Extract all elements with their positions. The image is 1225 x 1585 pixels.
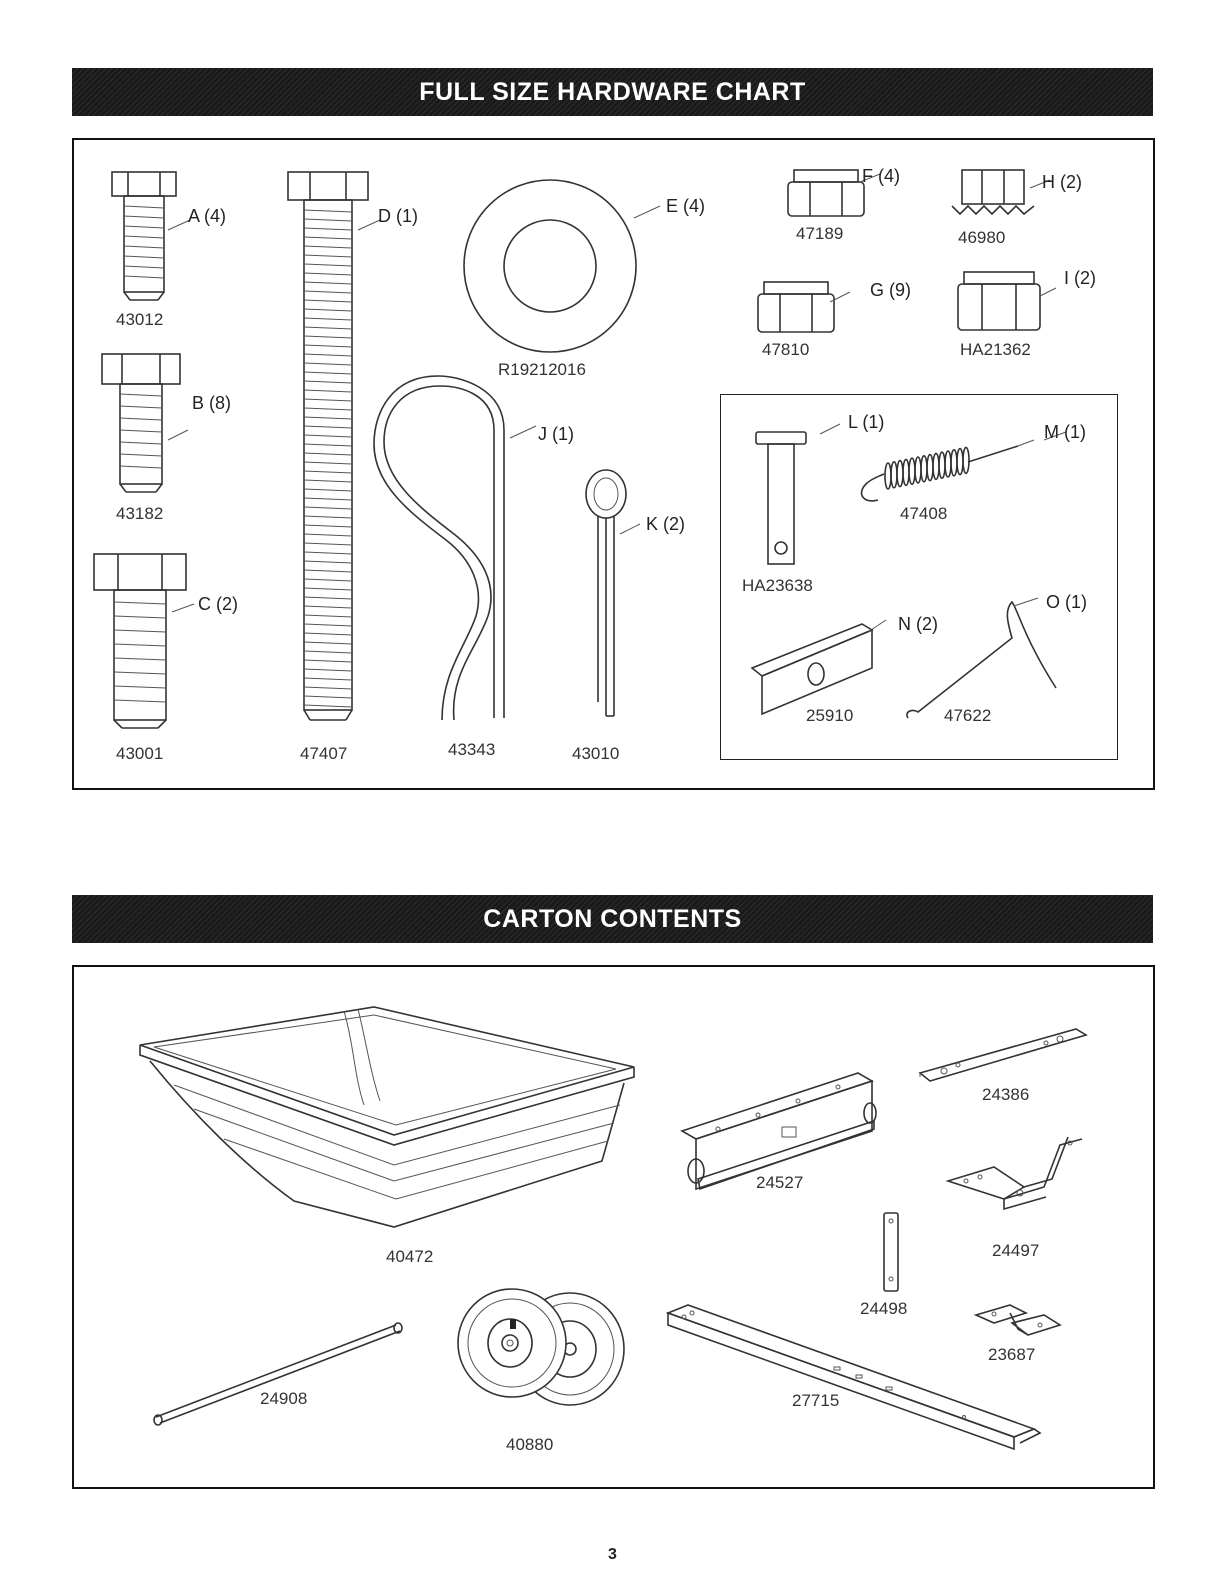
carton-contents-title: CARTON CONTENTS — [483, 905, 741, 934]
spring-m-icon — [848, 430, 1058, 520]
part-letter-h: H (2) — [1042, 172, 1082, 193]
washer-e-icon — [460, 176, 640, 356]
nut-g-icon — [756, 280, 836, 336]
part-number-tub: 40472 — [386, 1247, 433, 1267]
part-letter-m: M (1) — [1044, 422, 1086, 443]
hardware-chart-title: FULL SIZE HARDWARE CHART — [419, 78, 806, 107]
part-number-a: 43012 — [116, 310, 163, 330]
small-plate-icon — [878, 1211, 908, 1295]
part-number-f: 47189 — [796, 224, 843, 244]
support-bracket-icon — [944, 1131, 1094, 1231]
hardware-chart-panel: A (4) 43012 B (8) 43182 C (2) 43001 D (1… — [72, 138, 1155, 790]
bolt-a-icon — [108, 170, 178, 305]
cotter-pin-k-icon — [580, 468, 640, 722]
bolt-d-icon — [284, 170, 374, 725]
part-letter-f: F (4) — [862, 166, 900, 187]
carton-contents-panel: 40472 24527 24386 24497 24498 23687 — [72, 965, 1155, 1489]
part-number-strap: 24386 — [982, 1085, 1029, 1105]
nut-h-icon — [950, 168, 1040, 220]
part-letter-g: G (9) — [870, 280, 911, 301]
tongue-bar-icon — [664, 1303, 1044, 1453]
part-number-n: 25910 — [806, 706, 853, 726]
part-letter-k: K (2) — [646, 514, 685, 535]
part-letter-e: E (4) — [666, 196, 705, 217]
part-number-b: 43182 — [116, 504, 163, 524]
part-number-axle: 24908 — [260, 1389, 307, 1409]
wheels-icon — [452, 1287, 632, 1407]
dump-cart-tub-icon — [134, 1005, 654, 1245]
part-letter-b: B (8) — [192, 393, 231, 414]
part-number-channel: 24527 — [756, 1173, 803, 1193]
bolt-b-icon — [98, 352, 184, 497]
part-number-e: R19212016 — [498, 360, 586, 380]
part-number-g: 47810 — [762, 340, 809, 360]
nut-i-icon — [956, 270, 1042, 334]
clevis-pin-l-icon — [754, 430, 844, 570]
part-number-k: 43010 — [572, 744, 619, 764]
part-number-o: 47622 — [944, 706, 991, 726]
part-number-d: 47407 — [300, 744, 347, 764]
part-number-bracket: 24497 — [992, 1241, 1039, 1261]
part-letter-a: A (4) — [188, 206, 226, 227]
part-letter-c: C (2) — [198, 594, 238, 615]
part-number-m: 47408 — [900, 504, 947, 524]
angle-bracket-n-icon — [742, 618, 882, 718]
part-number-i: HA21362 — [960, 340, 1031, 360]
hardware-chart-banner: FULL SIZE HARDWARE CHART — [72, 68, 1153, 116]
nut-f-icon — [786, 168, 866, 220]
part-number-wheels: 40880 — [506, 1435, 553, 1455]
page-number: 3 — [0, 1546, 1225, 1564]
part-number-j: 43343 — [448, 740, 495, 760]
part-number-tongue: 27715 — [792, 1391, 839, 1411]
hairpin-j-icon — [380, 384, 520, 724]
part-number-c: 43001 — [116, 744, 163, 764]
part-letter-j: J (1) — [538, 424, 574, 445]
carton-contents-banner: CARTON CONTENTS — [72, 895, 1153, 943]
part-letter-o: O (1) — [1046, 592, 1087, 613]
part-number-h: 46980 — [958, 228, 1005, 248]
axle-rod-icon — [146, 1321, 406, 1431]
bolt-c-icon — [90, 552, 190, 734]
part-number-l: HA23638 — [742, 576, 813, 596]
flat-strap-icon — [916, 1027, 1096, 1087]
part-letter-i: I (2) — [1064, 268, 1096, 289]
part-letter-d: D (1) — [378, 206, 418, 227]
